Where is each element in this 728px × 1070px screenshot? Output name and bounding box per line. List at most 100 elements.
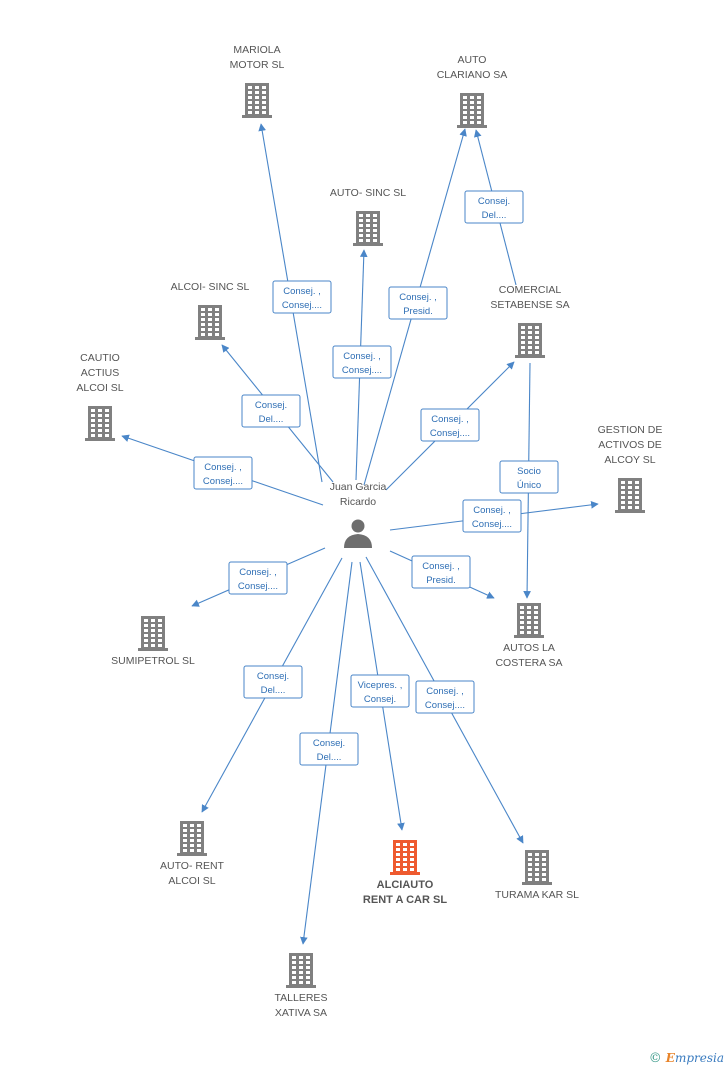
edge-label-alcoisinc[interactable]: Consej. Del.... xyxy=(241,394,301,428)
edge-label-line: Consej.... xyxy=(238,581,278,592)
edge-label-text: Consej. ,Consej.... xyxy=(282,286,322,311)
edge-label-costera[interactable]: Consej. ,Presid. xyxy=(411,555,471,589)
edge-label-line: Consej. , xyxy=(426,686,464,697)
node-clariano[interactable]: AUTO CLARIANO SA xyxy=(437,54,508,128)
edge-label-cautio[interactable]: Consej. ,Consej.... xyxy=(193,456,253,490)
building-icon xyxy=(195,305,225,340)
node-label-clariano-line: CLARIANO SA xyxy=(437,69,508,81)
edge-label-box[interactable] xyxy=(241,394,301,428)
node-label-turama: TURAMA KAR SL xyxy=(495,889,579,901)
edge-label-box[interactable] xyxy=(272,280,332,314)
edge-label-gestion[interactable]: Consej. ,Consej.... xyxy=(462,499,522,533)
node-label-clariano: AUTO CLARIANO SA xyxy=(437,54,508,81)
edge-label-turama[interactable]: Consej. , Consej.... xyxy=(415,680,475,714)
node-label-autosinc: AUTO- SINC SL xyxy=(330,187,406,199)
edge-label-line: Consej. , xyxy=(204,462,242,473)
edge-label-text: Consej. ,Consej.... xyxy=(472,505,512,530)
person-label-line: Ricardo xyxy=(340,496,376,508)
node-alcoisinc[interactable]: ALCOI- SINC SL xyxy=(171,281,250,340)
node-label-gestion-line: ALCOY SL xyxy=(604,454,655,466)
node-label-setabense-line: COMERCIAL xyxy=(499,284,562,296)
node-autorent[interactable]: AUTO- RENT ALCOI SL xyxy=(160,821,225,887)
building-icon xyxy=(522,850,552,885)
edge-label-clariano[interactable]: Consej.Del.... xyxy=(464,190,524,224)
node-label-clariano-line: AUTO xyxy=(458,54,487,66)
edge-label-line: Consej.... xyxy=(430,428,470,439)
edge-label-box[interactable] xyxy=(299,732,359,766)
edge-label-autosinc[interactable]: Consej. ,Consej.... xyxy=(332,345,392,379)
edge-label-text: Consej.Del.... xyxy=(478,196,510,221)
node-label-gestion-line: GESTION DE xyxy=(598,424,663,436)
edge-label-line: Consej. xyxy=(255,400,287,411)
edge-label-line: Único xyxy=(517,480,541,491)
edge-label-text: Consej.Del.... xyxy=(257,671,289,696)
node-label-autorent-line: AUTO- RENT xyxy=(160,860,225,872)
building-icon xyxy=(85,406,115,441)
node-turama[interactable]: TURAMA KAR SL xyxy=(495,850,579,901)
edge-label-box[interactable] xyxy=(464,190,524,224)
edge-label-line: Consej. , xyxy=(239,567,277,578)
edge-label-line: Del.... xyxy=(261,685,286,696)
brand-footer: ©Empresia xyxy=(649,1051,724,1066)
edge-label-box[interactable] xyxy=(499,460,559,494)
node-label-cautio-line: ACTIUS xyxy=(81,367,120,379)
node-label-autorent-line: ALCOI SL xyxy=(168,875,215,887)
edge-label-box[interactable] xyxy=(332,345,392,379)
edge-label-line: Consej.... xyxy=(282,300,322,311)
edge-label-line: Presid. xyxy=(426,575,456,586)
edge-label-text: Consej. ,Consej.... xyxy=(430,414,470,439)
edge-label-alciauto[interactable]: Vicepres. ,Consej. xyxy=(350,674,410,708)
edge-label-box[interactable] xyxy=(193,456,253,490)
edge-label-autorent[interactable]: Consej.Del.... xyxy=(243,665,303,699)
edge-label-setabense[interactable]: Consej. ,Consej.... xyxy=(420,408,480,442)
edge-label-text: Consej. Del.... xyxy=(255,400,287,425)
node-label-autorent: AUTO- RENT ALCOI SL xyxy=(160,860,225,887)
edge-label-mariola[interactable]: Consej. ,Consej.... xyxy=(272,280,332,314)
edge-label-sumipetrol[interactable]: Consej. , Consej.... xyxy=(228,561,288,595)
edge-label-line: Consej.... xyxy=(342,365,382,376)
edge-label-box[interactable] xyxy=(415,680,475,714)
node-label-costera-line: COSTERA SA xyxy=(495,657,562,669)
node-label-alcoisinc-line: ALCOI- SINC SL xyxy=(171,281,250,293)
edge-label-text: Consej. ,Presid. xyxy=(422,561,460,586)
building-icon xyxy=(615,478,645,513)
node-label-cautio-line: ALCOI SL xyxy=(76,382,123,394)
edge-label-line: Consej.... xyxy=(425,700,465,711)
node-label-mariola-line: MOTOR SL xyxy=(230,59,285,71)
node-autosinc[interactable]: AUTO- SINC SL xyxy=(330,187,406,246)
edge-label-box[interactable] xyxy=(350,674,410,708)
node-gestion[interactable]: GESTION DE ACTIVOS DE ALCOY SL xyxy=(598,424,663,513)
building-icon xyxy=(514,603,544,638)
node-label-gestion-line: ACTIVOS DE xyxy=(598,439,662,451)
edge-label-box[interactable] xyxy=(228,561,288,595)
copyright-icon: © xyxy=(648,1051,662,1066)
edge-label-box[interactable] xyxy=(243,665,303,699)
edge-label-box[interactable] xyxy=(420,408,480,442)
node-sumipetrol[interactable]: SUMIPETROL SL xyxy=(111,616,195,667)
edge-label-clariano[interactable]: Consej. ,Presid. xyxy=(388,286,448,320)
edge-label-text: Consej.Del.... xyxy=(313,738,345,763)
edge-label-line: Del.... xyxy=(259,414,284,425)
person-label-line: Juan Garcia xyxy=(330,481,387,493)
building-icon xyxy=(242,83,272,118)
edge-label-box[interactable] xyxy=(411,555,471,589)
edge-label-box[interactable] xyxy=(388,286,448,320)
edge-label-talleres[interactable]: Consej.Del.... xyxy=(299,732,359,766)
node-label-talleres-line: TALLERES xyxy=(275,992,328,1004)
node-label-alciauto-line: ALCIAUTO xyxy=(377,879,434,891)
edge-label-box[interactable] xyxy=(462,499,522,533)
